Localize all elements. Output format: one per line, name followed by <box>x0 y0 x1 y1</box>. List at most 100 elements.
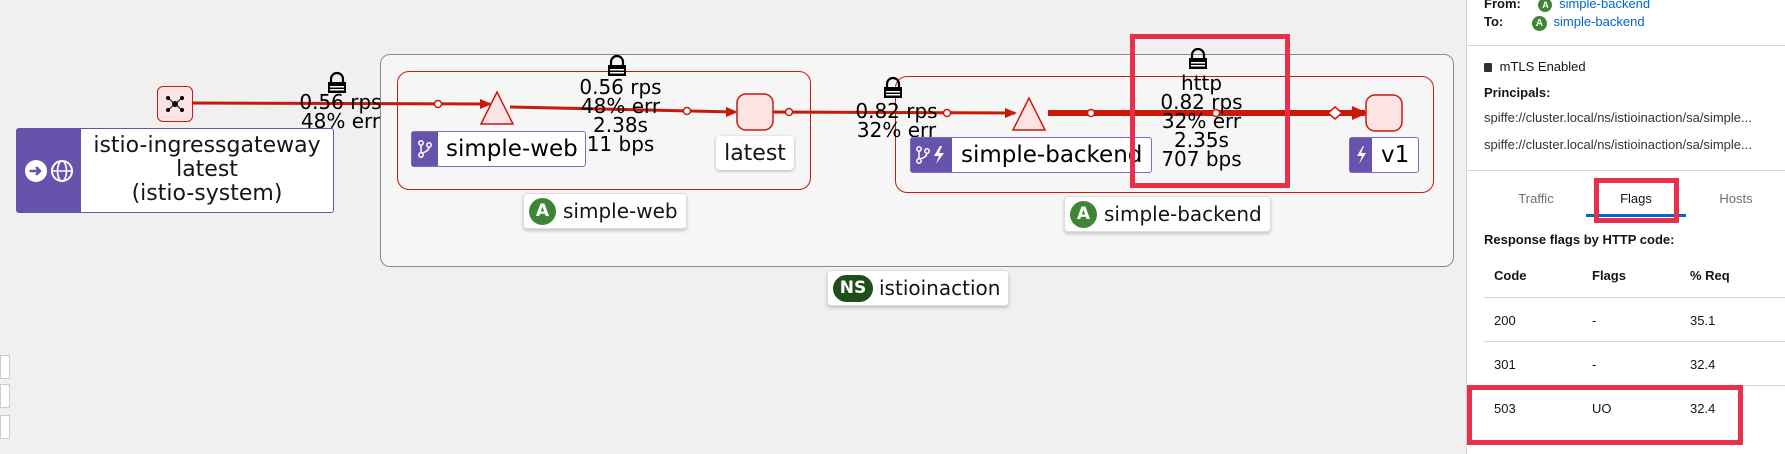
ingress-version: latest <box>176 157 238 182</box>
edge-label-web-latest[interactable]: 0.56 rps 48% err 2.38s 11 bps <box>573 75 668 156</box>
service-graph[interactable]: ➜ istio-ingressgateway latest (istio-sys… <box>0 0 1466 454</box>
app-badge: A <box>529 197 556 225</box>
service-label-simple-web[interactable]: simple-web <box>411 131 586 167</box>
edge-arrowhead <box>726 107 738 117</box>
edge-latency: 2.35s <box>1174 128 1229 152</box>
edge-dot <box>942 108 952 118</box>
lock-icon <box>328 71 346 93</box>
network-icon <box>166 96 184 112</box>
edge-dot <box>784 107 794 117</box>
workload-label-latest[interactable]: latest <box>716 136 794 170</box>
app-box-simple-web[interactable] <box>397 71 811 190</box>
edge-web-to-latest[interactable] <box>509 105 736 114</box>
edge-err: 48% err <box>300 109 381 133</box>
to-label: To: <box>1484 14 1504 29</box>
lock-icon <box>884 76 902 98</box>
ingress-gateway-node[interactable] <box>157 86 193 122</box>
edge-diamond <box>1326 106 1344 120</box>
edge-err: 48% err <box>580 94 661 118</box>
app-box-simple-backend[interactable] <box>895 76 1434 193</box>
app-tag-simple-backend[interactable]: A simple-backend <box>1064 196 1271 232</box>
zoom-control[interactable] <box>0 355 10 379</box>
highlight-box-edge-label <box>1130 34 1290 188</box>
service-name: simple-backend <box>961 142 1143 168</box>
workload-label-v1[interactable]: v1 <box>1349 137 1419 173</box>
edge-rps: 0.56 rps <box>299 90 382 114</box>
edge-dot <box>1211 108 1221 118</box>
cell-req: 32.4 <box>1690 401 1716 416</box>
edge-label-latest-backend[interactable]: 0.82 rps 32% err <box>854 99 939 142</box>
edge-latency: 2.38s <box>593 113 648 137</box>
divider <box>1467 45 1785 46</box>
workload-name: v1 <box>1381 142 1410 168</box>
highlight-box-flags-tab <box>1594 178 1679 223</box>
principal-from: spiffe://cluster.local/ns/istioinaction/… <box>1484 110 1752 125</box>
service-triangle-simple-web[interactable] <box>479 90 515 125</box>
cell-code: 503 <box>1494 401 1516 416</box>
edge-rps: 0.56 rps <box>579 75 662 99</box>
service-label-simple-backend[interactable]: simple-backend <box>910 137 1152 173</box>
row-divider <box>1484 341 1785 342</box>
principals-label: Principals: <box>1484 85 1551 100</box>
cell-req: 35.1 <box>1690 313 1716 328</box>
mtls-row: mTLS Enabled <box>1484 59 1586 74</box>
lock-icon <box>608 54 626 76</box>
row-divider <box>1484 297 1785 298</box>
cell-flags: - <box>1592 313 1597 328</box>
service-name: simple-web <box>446 136 578 162</box>
column-header-code[interactable]: Code <box>1494 268 1527 283</box>
edge-label-ingress[interactable]: 0.56 rps 48% err <box>298 90 383 133</box>
namespace-badge: NS <box>833 274 873 302</box>
lock-icon <box>1189 47 1207 69</box>
edge-latest-to-backend[interactable] <box>772 110 1016 115</box>
edge-label-backend-v1[interactable]: http 0.82 rps 32% err 2.35s 707 bps <box>1154 73 1249 171</box>
tab-flags[interactable]: Flags <box>1620 191 1652 206</box>
edge-dot <box>1086 108 1096 118</box>
principal-to: spiffe://cluster.local/ns/istioinaction/… <box>1484 137 1752 152</box>
branch-bolt-icon <box>911 138 952 172</box>
lock-icon <box>1484 63 1492 72</box>
edges-layer <box>189 47 1403 132</box>
zoom-control[interactable] <box>0 415 10 439</box>
cell-req: 32.4 <box>1690 357 1716 372</box>
globe-icon <box>50 159 73 182</box>
edge-bps: 707 bps <box>1161 147 1242 171</box>
tab-hosts[interactable]: Hosts <box>1719 191 1753 206</box>
edge-err: 32% err <box>856 118 937 142</box>
namespace-name: istioinaction <box>879 276 1001 300</box>
from-label: From: <box>1484 0 1521 11</box>
app-badge-icon: A <box>1531 16 1547 31</box>
workload-node-v1[interactable] <box>1365 94 1403 132</box>
cell-flags: - <box>1592 357 1597 372</box>
tab-traffic[interactable]: Traffic <box>1518 191 1554 206</box>
ingress-icon-strip: ➜ <box>17 129 81 212</box>
bolt-icon <box>1350 138 1372 172</box>
column-header-flags[interactable]: Flags <box>1592 268 1626 283</box>
cell-code: 200 <box>1494 313 1516 328</box>
edge-bps: 11 bps <box>586 132 655 156</box>
ingress-node-label[interactable]: ➜ istio-ingressgateway latest (istio-sys… <box>16 128 334 213</box>
service-triangle-simple-backend[interactable] <box>1011 96 1047 131</box>
side-panel: From: A simple-backend To: A simple-back… <box>1466 0 1785 454</box>
to-row: To: A simple-backend <box>1484 14 1645 31</box>
app-name: simple-backend <box>1104 202 1262 226</box>
edge-rps: 0.82 rps <box>855 99 938 123</box>
edge-err: 32% err <box>1161 109 1242 133</box>
edge-rps: 0.82 rps <box>1160 90 1243 114</box>
zoom-control[interactable] <box>0 384 10 408</box>
app-badge-icon: A <box>1538 0 1553 12</box>
cell-code: 301 <box>1494 357 1516 372</box>
flags-title: Response flags by HTTP code: <box>1484 232 1675 247</box>
highlight-box-503-row <box>1467 385 1743 445</box>
from-link[interactable]: simple-backend <box>1559 0 1651 11</box>
app-tag-simple-web[interactable]: A simple-web <box>523 193 687 229</box>
ingress-namespace: (istio-system) <box>131 181 283 206</box>
edge-arrowhead <box>1005 108 1017 118</box>
namespace-tag[interactable]: NS istioinaction <box>827 270 1010 306</box>
to-link[interactable]: simple-backend <box>1553 14 1645 29</box>
workload-node-latest[interactable] <box>736 93 774 131</box>
column-header-req[interactable]: % Req <box>1690 268 1730 283</box>
active-tab-indicator <box>1586 214 1686 217</box>
divider <box>1467 170 1785 171</box>
app-badge: A <box>1070 200 1097 228</box>
